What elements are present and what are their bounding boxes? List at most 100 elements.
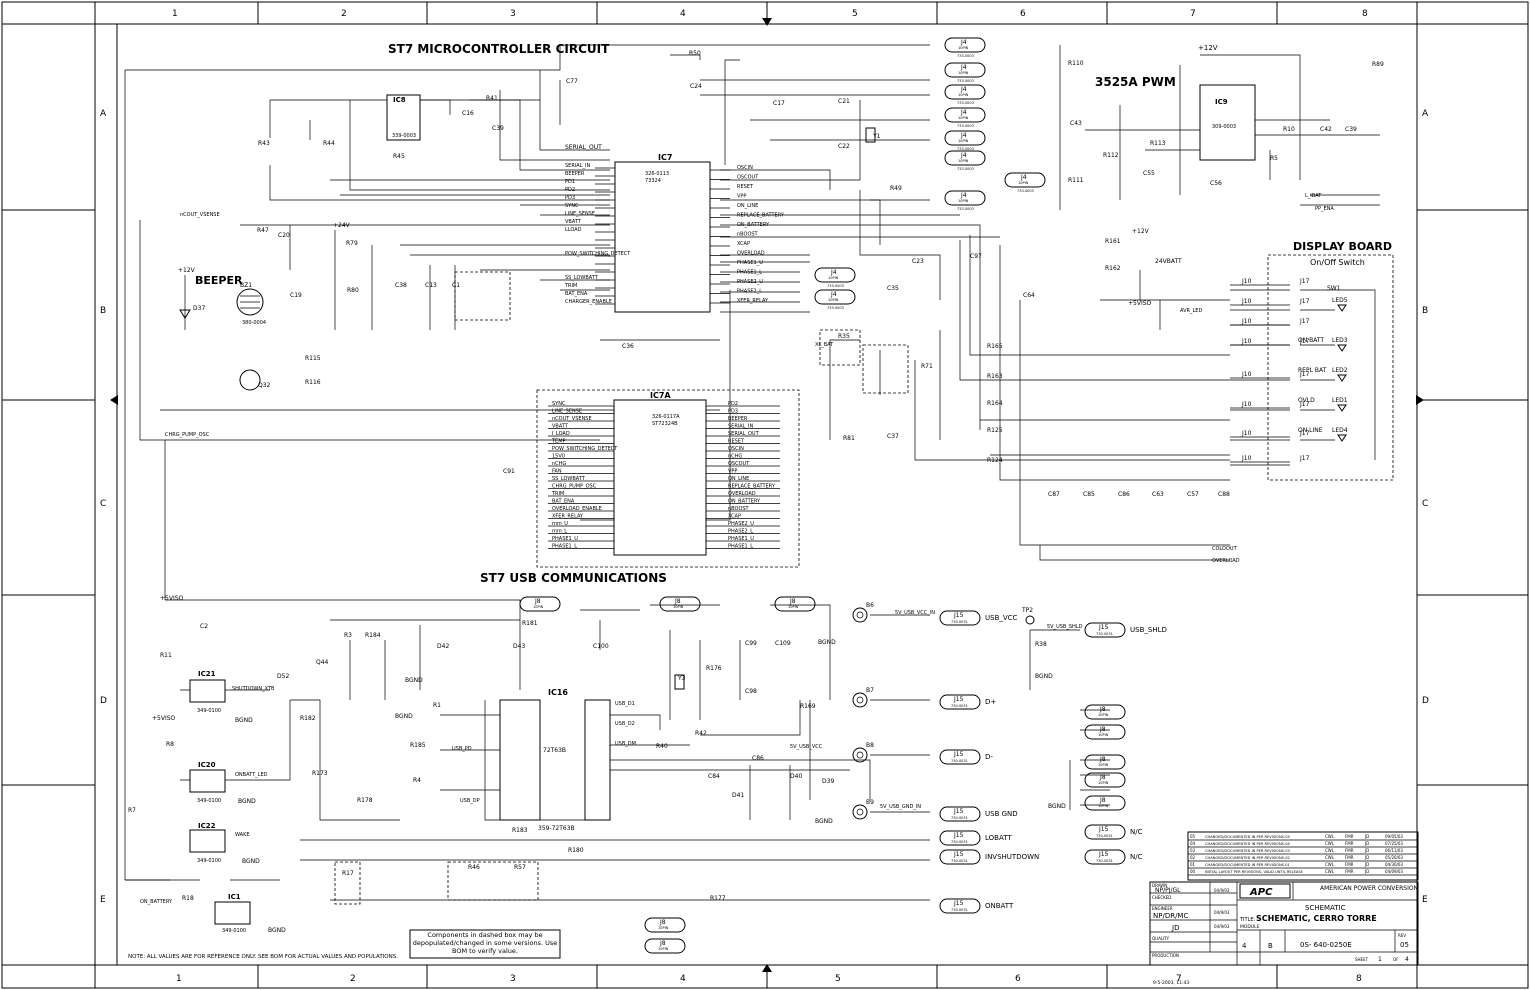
checked-label: CHECKED xyxy=(1152,895,1171,900)
usb-shld-sig: 5V_USB_SHLD xyxy=(1047,624,1083,630)
led-ref: LED1 xyxy=(1332,397,1348,404)
j15-ref: J15 xyxy=(953,808,964,815)
rev-value: 05 xyxy=(1400,941,1409,949)
beeper-icon xyxy=(236,288,264,316)
ic7a-right-pins: PD2PD3BEEPERSERIAL_INSERIAL_OUTRESETOSCI… xyxy=(706,401,780,550)
capacitor-ref: C77 xyxy=(566,78,578,85)
rev-row-chk: FMR xyxy=(1345,834,1354,839)
ic7-right-pin-label: OSCOUT xyxy=(737,175,759,181)
capacitor-ref: C43 xyxy=(1070,120,1082,127)
rev-row-desc: CHANGED/DOCUMENTED IN PER REVISIONS-02 xyxy=(1205,856,1290,860)
usb-part-ref: D41 xyxy=(732,792,744,799)
j4-connector-icon xyxy=(944,150,986,166)
ic7-block: IC7 326-0113 73324 SERIAL_INBEEPERPD1PD2… xyxy=(564,144,785,313)
j8-connector-icon xyxy=(1084,704,1126,720)
ic7a-left-pin-label: 15V0 xyxy=(552,454,565,460)
of-value: 4 xyxy=(1405,956,1409,963)
rev-row-by: CWL xyxy=(1325,841,1335,846)
resistor-ref: R116 xyxy=(305,379,321,386)
capacitor-ref: C39 xyxy=(492,125,504,132)
j8-connector-icon xyxy=(1084,724,1126,740)
bgnd-3: BGND xyxy=(242,858,260,865)
capacitor-ref: C1 xyxy=(452,282,460,289)
bgnd-1: BGND xyxy=(235,717,253,724)
usb-part-ref: R8 xyxy=(166,741,174,748)
resistor-ref: R113 xyxy=(1150,140,1166,147)
j15-connector-icon xyxy=(939,694,981,710)
title-value: SCHEMATIC, CERRO TORRE xyxy=(1256,914,1377,923)
ic7-right-pin-label: XCAP xyxy=(737,241,750,247)
engineer-date: 04/9/03 xyxy=(1214,910,1230,915)
ic7a-left-pins: SYNCLINE_SENSEnCOUT_VSENSEVBATTI_LOADTEM… xyxy=(548,401,618,550)
j4-connectors: J410PIN733-0003J410PIN733-0003J410PIN733… xyxy=(814,37,1046,310)
ic8-pn: 339-0003 xyxy=(392,133,416,139)
resistor-ref: R80 xyxy=(347,287,359,294)
col-label-2: 2 xyxy=(341,9,347,19)
capacitor-ref: C63 xyxy=(1152,491,1164,498)
j4-connector-icon xyxy=(944,62,986,78)
rev-row-rev: 01 xyxy=(1190,862,1196,867)
resistor-ref: R163 xyxy=(987,373,1003,380)
usb-part-ref: C100 xyxy=(593,643,609,650)
beeper-12v: +12V xyxy=(178,267,196,274)
j4-ref: J4 xyxy=(830,269,837,276)
j8-pins: 10PIN xyxy=(673,605,684,609)
rev-row-date: 04/09/03 xyxy=(1385,869,1403,874)
ic7-right-pin-label: RESET xyxy=(737,184,754,190)
rev-row-chk: FMR xyxy=(1345,855,1354,860)
ic7a-right-pin-label: RESET xyxy=(728,439,745,445)
capacitor-ref: C85 xyxy=(1083,491,1095,498)
rev-row-rev: 03 xyxy=(1190,848,1196,853)
rev-row-appr: JD xyxy=(1364,841,1369,846)
j17-ref: J17 xyxy=(1299,278,1310,285)
ic7a-left-pin-label: mm_L xyxy=(552,529,567,535)
ferrite-bead-core xyxy=(856,751,864,759)
ic7a-ref: IC7A xyxy=(650,391,671,400)
usb-d2-label: USB_D2 xyxy=(615,721,635,727)
capacitor-ref: C88 xyxy=(1218,491,1230,498)
section-title-onoff: On/Off Switch xyxy=(1310,258,1365,267)
ic1-ref: IC1 xyxy=(228,893,241,901)
ic7a-left-pin-label: PHASE1_U xyxy=(552,536,578,542)
resistor-ref: R162 xyxy=(1105,265,1121,272)
usb-output-label: ONBATT xyxy=(985,902,1014,910)
j17-ref: J17 xyxy=(1299,455,1310,462)
j4-pins: 10PIN xyxy=(958,71,969,75)
drawn-date: 04/9/03 xyxy=(1214,888,1230,893)
bgnd-labels: BGND BGND BGND BGND BGND BGND BGND BGND … xyxy=(235,639,1066,934)
rev-row-by: CWL xyxy=(1325,862,1335,867)
rev-row-date: 07/25/03 xyxy=(1385,841,1403,846)
col-label-5-bottom: 5 xyxy=(835,974,841,984)
usb-part-ref: D42 xyxy=(437,643,449,650)
ic7-right-pin-label: REPLACE_BATTERY xyxy=(737,213,785,219)
bgnd-7: BGND xyxy=(818,639,836,646)
j4-pins: 10PIN xyxy=(958,93,969,97)
j8-connector-icon xyxy=(644,938,686,954)
ferrite-ref: B8 xyxy=(866,742,874,749)
rail-5viso-display: +5VISO xyxy=(1128,300,1152,307)
led-icon xyxy=(1337,344,1347,352)
usb-part-ref: R182 xyxy=(300,715,316,722)
ic7-left-pins: SERIAL_INBEEPERPD1PD2PD3SYNCLINE_SENSEVB… xyxy=(564,163,631,305)
ncout-label: nCOUT_VSENSE xyxy=(180,212,220,218)
capacitor-ref: C22 xyxy=(838,143,850,150)
rev-row-rev: 00 xyxy=(1190,869,1196,874)
j15-connector-icon xyxy=(1084,824,1126,840)
bz1-ref: BZ1 xyxy=(240,282,252,289)
ic1-opto-icon xyxy=(214,901,251,925)
l-ibat-label: L_IBAT xyxy=(1305,193,1322,199)
j15-pn: 730-0031 xyxy=(951,840,968,844)
footer-date: 9-5-2003, 11:43 xyxy=(1153,980,1189,986)
j8-pins: 10PIN xyxy=(1098,763,1109,767)
ic7a-left-pin-label: VBATT xyxy=(552,424,569,430)
d37-ref: D37 xyxy=(193,305,205,312)
serial-out-label: SERIAL_OUT xyxy=(565,144,602,151)
row-label-c-right: C xyxy=(1422,499,1428,509)
usb-output-label: N/C xyxy=(1130,853,1143,861)
j15-connector-icon xyxy=(1084,622,1126,638)
j15-pn: 730-0031 xyxy=(951,908,968,912)
section-title-pwm: 3525A PWM xyxy=(1095,75,1176,89)
